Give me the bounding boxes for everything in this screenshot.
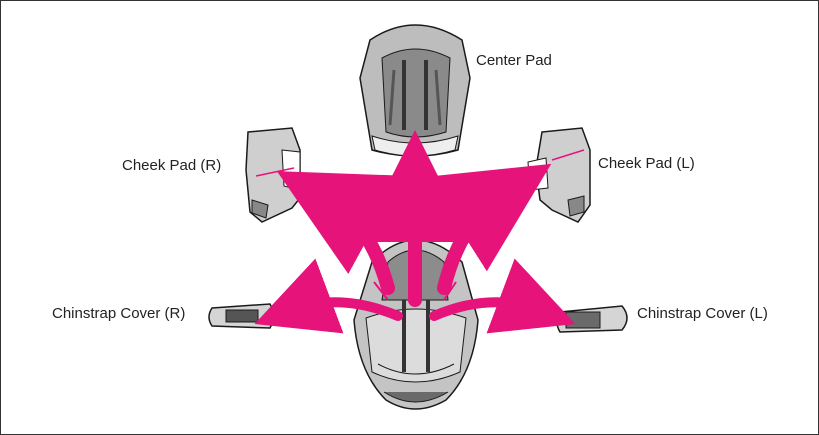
center-pad-illustration [360,25,470,156]
cheek-pad-r-illustration [246,128,300,222]
chinstrap-cover-l-illustration [557,306,627,332]
arrow-to-cheek-pad-l [444,194,504,288]
label-chinstrap-cover-r: Chinstrap Cover (R) [52,305,185,323]
label-cheek-pad-l: Cheek Pad (L) [598,155,695,173]
arrow-to-cheek-pad-r [326,198,388,288]
label-chinstrap-cover-l: Chinstrap Cover (L) [637,305,768,323]
label-cheek-pad-r: Cheek Pad (R) [122,157,221,175]
label-center-pad: Center Pad [476,52,552,70]
removal-arrows [292,186,538,316]
cheek-pad-l-illustration [528,128,590,222]
chinstrap-cover-r-illustration [209,304,276,328]
